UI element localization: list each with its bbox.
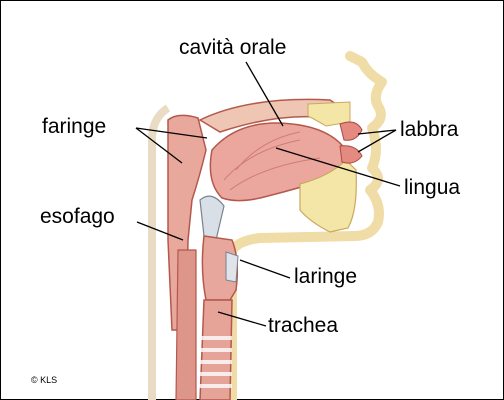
label-lingua: lingua — [404, 176, 460, 200]
label-labbra: labbra — [400, 118, 458, 142]
label-trachea: trachea — [268, 314, 338, 338]
thyroid-cartilage — [226, 252, 238, 282]
neck-back — [152, 108, 168, 400]
label-laringe: laringe — [294, 265, 357, 289]
label-cavita-orale: cavità orale — [179, 36, 286, 60]
esophagus — [176, 250, 196, 400]
copyright-credit: © KLS — [31, 375, 57, 385]
lower-lip — [340, 146, 362, 163]
label-esofago: esofago — [40, 205, 115, 229]
epiglottis — [200, 196, 224, 240]
leader-laringe — [240, 260, 290, 278]
upper-lip — [340, 122, 362, 140]
label-faringe: faringe — [42, 115, 106, 139]
